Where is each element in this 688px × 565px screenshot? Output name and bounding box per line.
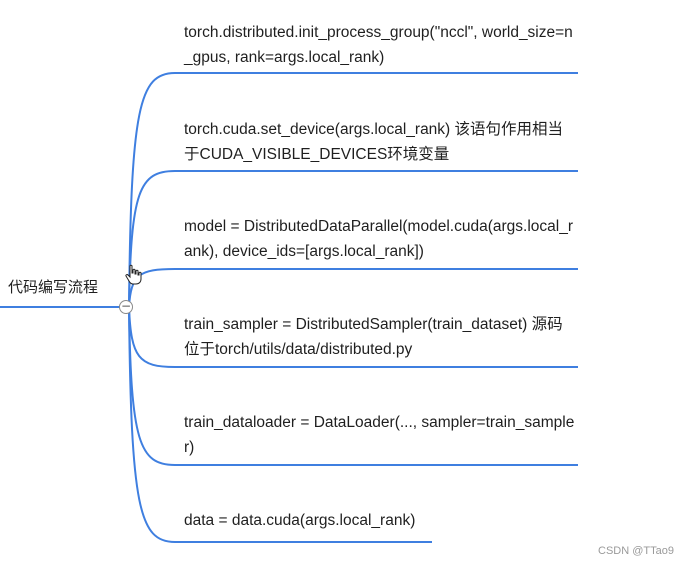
node-distributed-sampler[interactable]: train_sampler = DistributedSampler(train… [184, 316, 563, 358]
root-node-label[interactable]: 代码编写流程 [8, 279, 99, 296]
node-data-cuda[interactable]: data = data.cuda(args.local_rank) [184, 512, 416, 529]
node-data-loader[interactable]: train_dataloader = DataLoader(..., sampl… [184, 414, 575, 456]
hand-pointer-icon [125, 264, 142, 285]
node-set-device[interactable]: torch.cuda.set_device(args.local_rank) 该… [184, 121, 564, 163]
branch-line-6 [128, 306, 432, 543]
node-init-process-group[interactable]: torch.distributed.init_process_group("nc… [184, 24, 573, 66]
node-distributed-data-parallel[interactable]: model = DistributedDataParallel(model.cu… [184, 218, 573, 260]
collapse-minus-circle-icon[interactable]: − [119, 299, 133, 314]
watermark: CSDN @TTao9 [598, 545, 674, 557]
branch-line-1 [128, 72, 578, 308]
branch-line-3 [128, 268, 578, 308]
